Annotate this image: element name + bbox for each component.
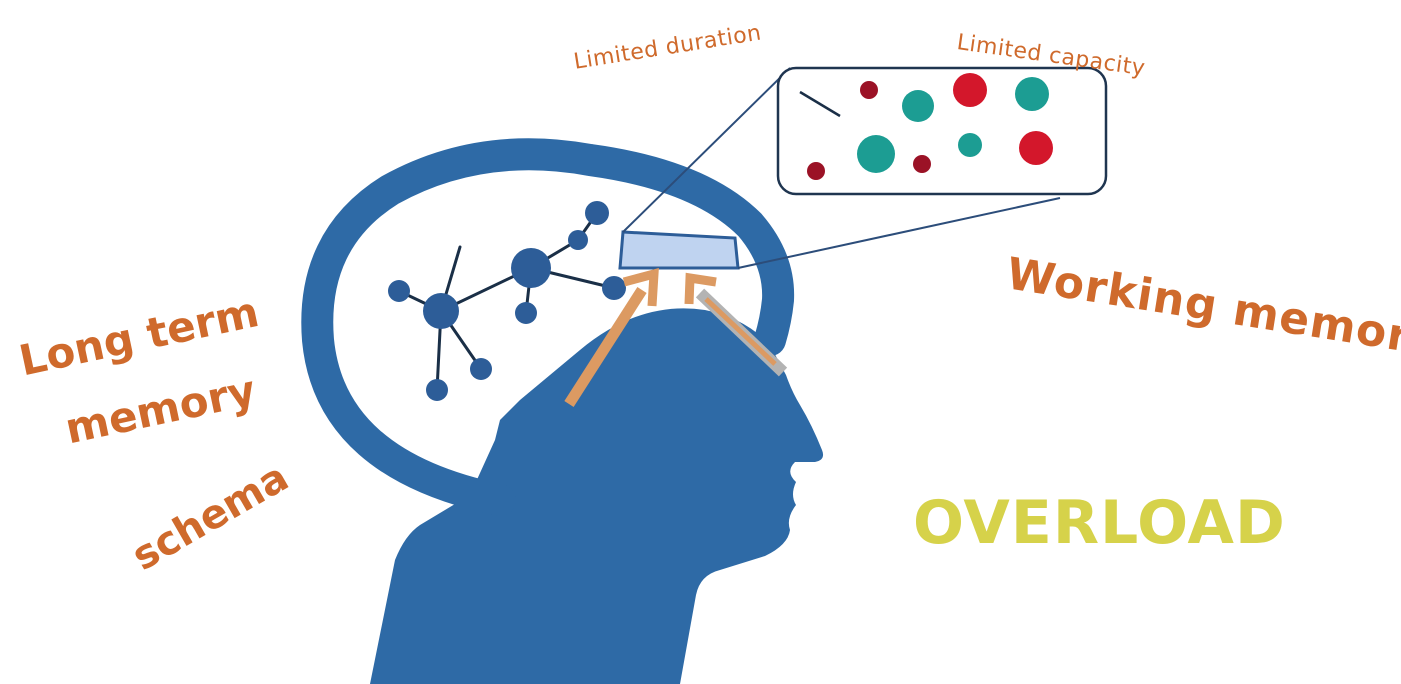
dot-teal [1015, 77, 1049, 111]
dot-teal [902, 90, 934, 122]
network-node [568, 230, 588, 250]
dot-darkred [807, 162, 825, 180]
network-node [470, 358, 492, 380]
network-node [426, 379, 448, 401]
dot-teal [958, 133, 982, 157]
working-memory-zoom-box [778, 68, 1106, 194]
network-node [515, 302, 537, 324]
network-node [423, 293, 459, 329]
dot-darkred [860, 81, 878, 99]
network-node [602, 276, 626, 300]
network-node [511, 248, 551, 288]
dot-darkred [913, 155, 931, 173]
dot-red [953, 73, 987, 107]
network-node [388, 280, 410, 302]
network-node [585, 201, 609, 225]
label-overload: OVERLOAD [913, 488, 1286, 558]
dot-red [1019, 131, 1053, 165]
dot-teal [857, 135, 895, 173]
